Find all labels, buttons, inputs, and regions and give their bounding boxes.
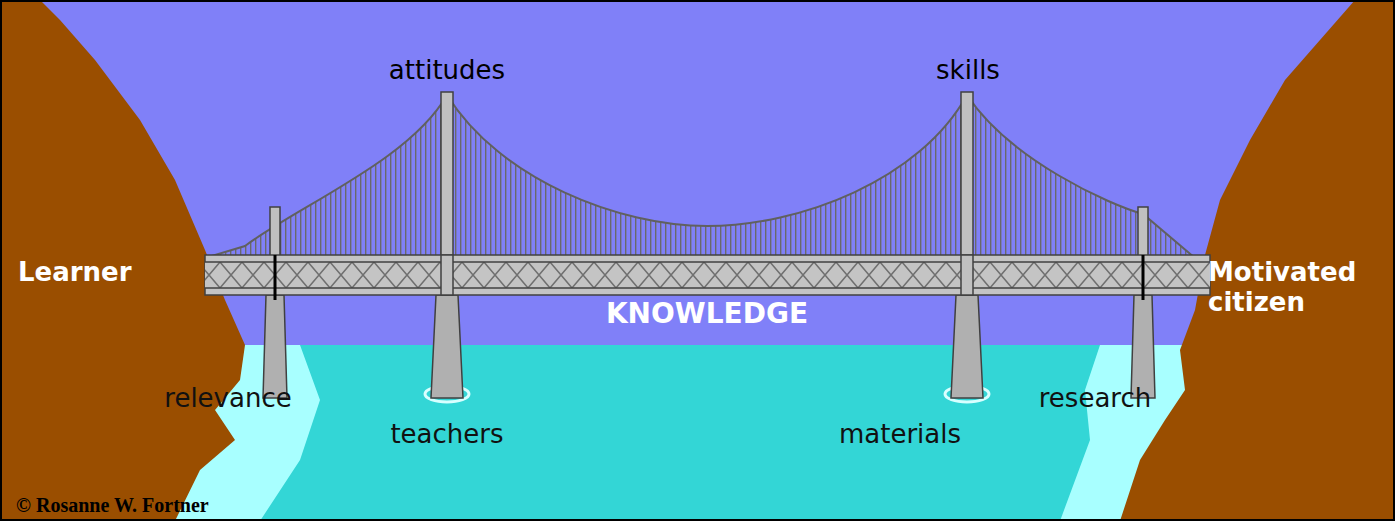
bank-label: Motivated citizen bbox=[1208, 258, 1383, 318]
pier-label: teachers bbox=[390, 420, 503, 450]
pier-label: materials bbox=[839, 420, 961, 450]
pier-label: research bbox=[1039, 384, 1151, 414]
bank-label: Learner bbox=[18, 258, 132, 288]
tower-label: attitudes bbox=[389, 56, 505, 86]
deck-label: KNOWLEDGE bbox=[606, 298, 808, 330]
copyright-note: © Rosanne W. Fortner bbox=[16, 494, 209, 517]
pier-label: relevance bbox=[164, 384, 291, 414]
tower-label: skills bbox=[936, 56, 1000, 86]
